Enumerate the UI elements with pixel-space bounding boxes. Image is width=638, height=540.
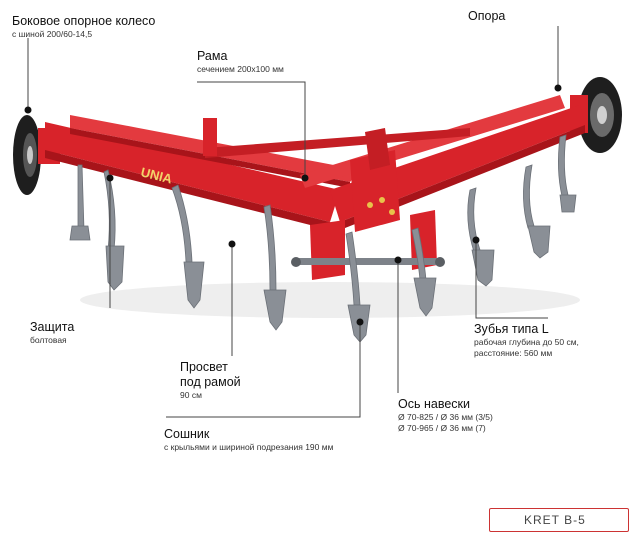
label-side-wheel-sub: с шиной 200/60-14,5 xyxy=(12,29,93,39)
label-hitch-axle-title: Ось навески xyxy=(398,397,470,411)
label-tines-sub2: расстояние: 560 мм xyxy=(474,348,553,358)
label-side-wheel-title: Боковое опорное колесо xyxy=(12,14,156,28)
label-clearance-title1: Просвет xyxy=(180,360,228,374)
label-frame-title: Рама xyxy=(197,49,228,63)
label-frame: Рама сечением 200x100 мм xyxy=(197,49,284,75)
label-tines-title: Зубья типа L xyxy=(474,322,549,336)
label-protection-title: Защита xyxy=(30,320,75,334)
leader-dots xyxy=(24,84,562,326)
label-hitch-axle-sub1: Ø 70-825 / Ø 36 мм (3/5) xyxy=(398,412,493,422)
label-protection: Защита болтовая xyxy=(30,320,74,346)
label-support-title: Опора xyxy=(468,9,506,23)
label-support: Опора xyxy=(468,9,505,24)
hitch-axle-bar xyxy=(291,257,445,267)
label-tines-sub1: рабочая глубина до 50 см, xyxy=(474,337,579,347)
label-tines: Зубья типа L рабочая глубина до 50 см, р… xyxy=(474,322,579,359)
frame-right-beam xyxy=(300,95,585,230)
label-side-wheel: Боковое опорное колесо с шиной 200/60-14… xyxy=(12,14,155,40)
top-brace xyxy=(205,128,470,158)
label-hitch-axle: Ось навески Ø 70-825 / Ø 36 мм (3/5) Ø 7… xyxy=(398,397,493,434)
label-share-title: Сошник xyxy=(164,427,210,441)
label-share-sub: с крыльями и шириной подрезания 190 мм xyxy=(164,442,334,452)
label-protection-sub: болтовая xyxy=(30,335,67,345)
model-badge: KRET B-5 xyxy=(489,508,629,532)
label-share: Сошник с крыльями и шириной подрезания 1… xyxy=(164,427,333,453)
label-clearance: Просвет под рамой 90 см xyxy=(180,360,241,401)
label-hitch-axle-sub2: Ø 70-965 / Ø 36 мм (7) xyxy=(398,423,486,433)
label-frame-sub: сечением 200x100 мм xyxy=(197,64,284,74)
label-clearance-sub: 90 см xyxy=(180,390,202,400)
label-clearance-title2: под рамой xyxy=(180,375,241,389)
leader-lines xyxy=(27,26,559,418)
